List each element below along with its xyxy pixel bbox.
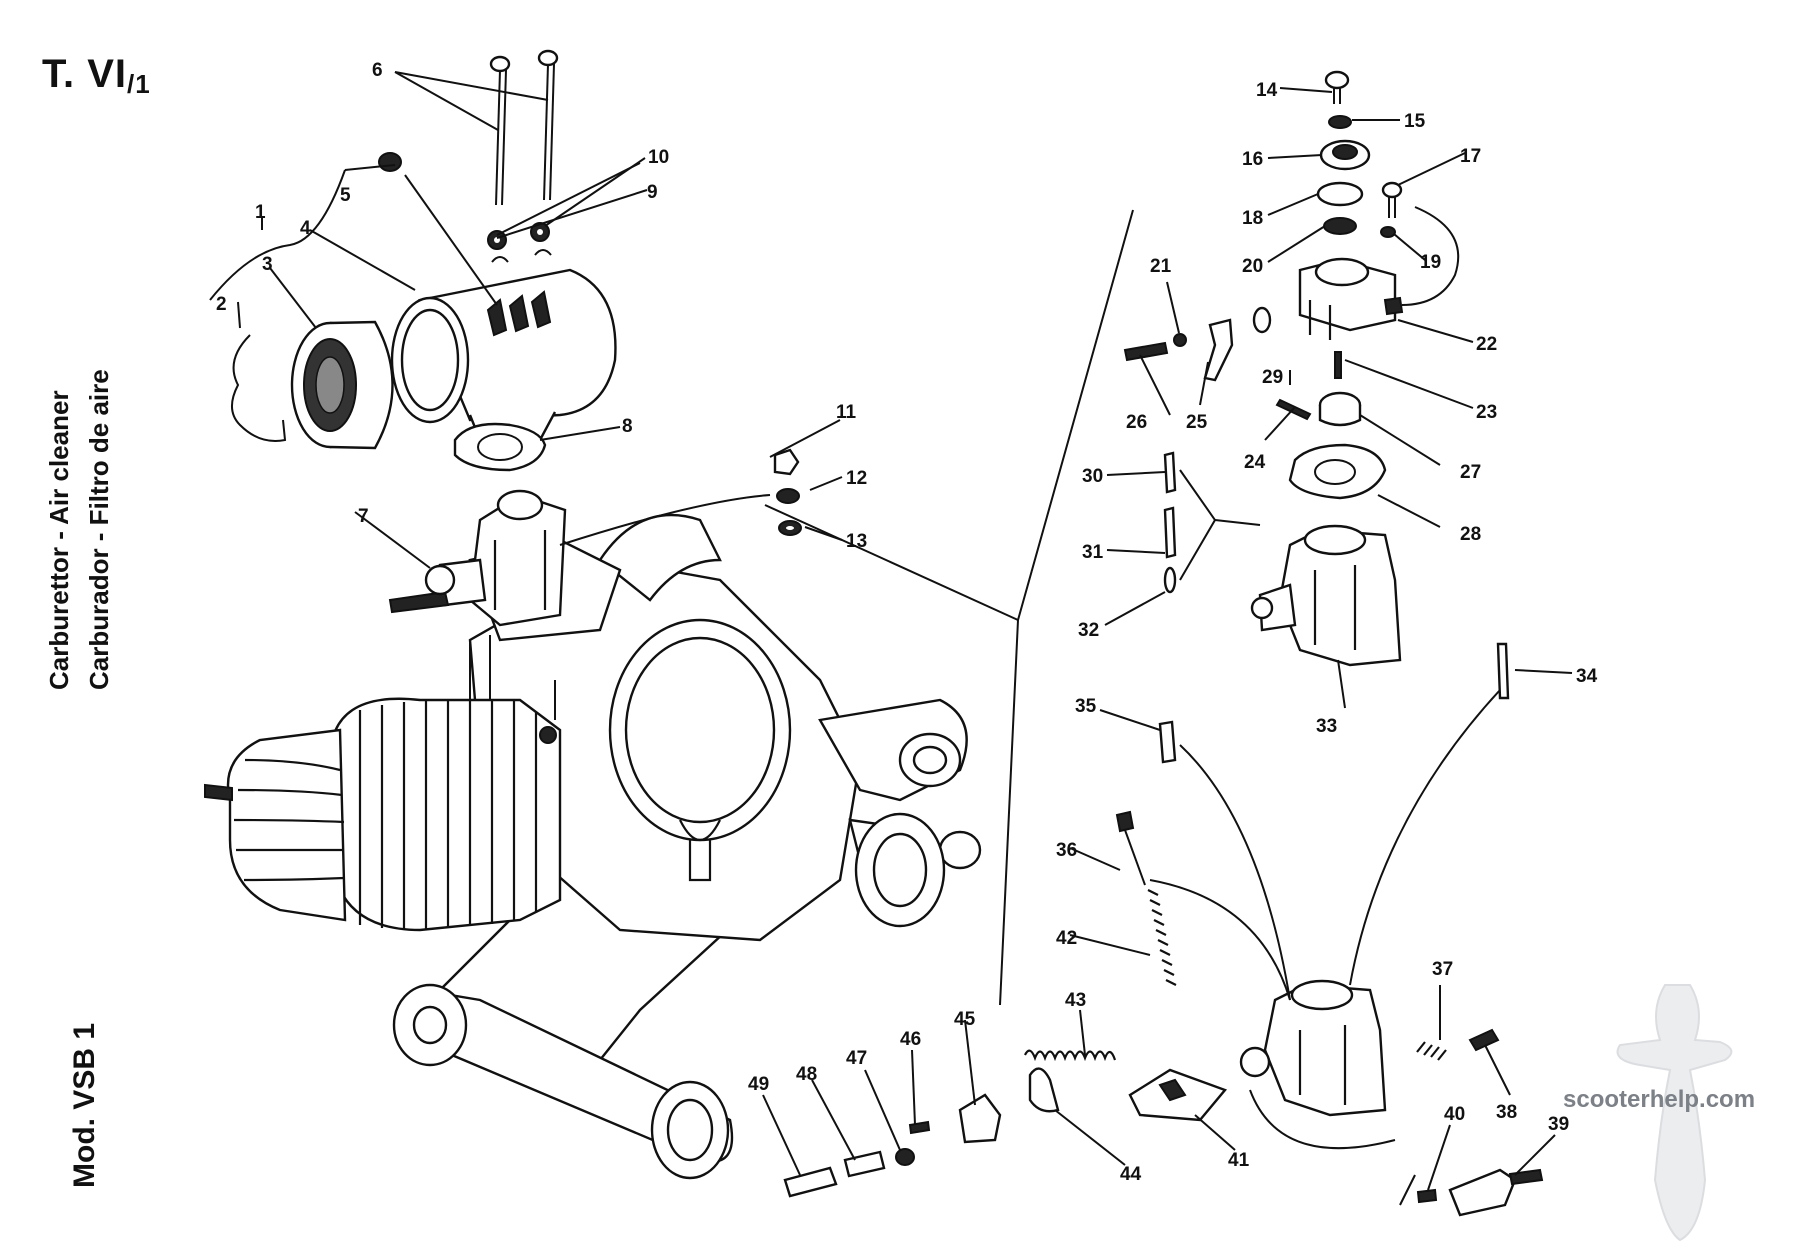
callout-20: 20 bbox=[1242, 256, 1263, 277]
callout-26: 26 bbox=[1126, 412, 1147, 433]
callout-19: 19 bbox=[1420, 252, 1441, 273]
callout-11: 11 bbox=[836, 402, 857, 423]
callout-3: 3 bbox=[262, 254, 273, 275]
leader-lines bbox=[209, 71, 1573, 1191]
callout-6: 6 bbox=[372, 60, 383, 81]
page-code: T. VI/1 bbox=[42, 52, 151, 100]
callout-25: 25 bbox=[1186, 412, 1208, 433]
callout-39: 39 bbox=[1548, 1114, 1569, 1135]
callout-7: 7 bbox=[358, 506, 369, 527]
watermark-text: scooterhelp.com bbox=[1563, 1086, 1756, 1113]
callout-28: 28 bbox=[1460, 524, 1481, 545]
air-cleaner-group bbox=[231, 49, 802, 536]
page-code-sub: /1 bbox=[127, 69, 151, 99]
callout-43: 43 bbox=[1065, 990, 1086, 1011]
callout-35: 35 bbox=[1075, 696, 1097, 717]
callout-1: 1 bbox=[255, 202, 266, 223]
callout-36: 36 bbox=[1056, 840, 1077, 861]
carburettor-mounted-drawing bbox=[388, 489, 567, 627]
callout-23: 23 bbox=[1476, 402, 1497, 423]
air-cleaner-housing-drawing bbox=[390, 268, 617, 442]
gasket-drawing bbox=[453, 422, 547, 472]
callout-31: 31 bbox=[1082, 542, 1104, 563]
filter-element-drawing bbox=[290, 320, 394, 450]
callout-24: 24 bbox=[1244, 452, 1266, 473]
callout-8: 8 bbox=[622, 416, 633, 437]
callout-27: 27 bbox=[1460, 462, 1481, 483]
callout-12: 12 bbox=[846, 468, 867, 489]
callout-2: 2 bbox=[216, 294, 227, 315]
callout-16: 16 bbox=[1242, 149, 1263, 170]
callout-41: 41 bbox=[1228, 1150, 1250, 1171]
divider-line bbox=[999, 209, 1134, 1006]
carburettor-exploded-drawing bbox=[783, 70, 1544, 1217]
cylinder-head-drawing bbox=[204, 728, 347, 922]
callout-46: 46 bbox=[900, 1029, 921, 1050]
callout-49: 49 bbox=[748, 1074, 769, 1095]
callout-22: 22 bbox=[1476, 334, 1497, 355]
callout-33: 33 bbox=[1316, 716, 1337, 737]
callout-5: 5 bbox=[340, 185, 351, 206]
callout-13: 13 bbox=[846, 531, 867, 552]
callout-30: 30 bbox=[1082, 466, 1103, 487]
callout-44: 44 bbox=[1120, 1164, 1142, 1185]
engine-assembly-drawing bbox=[204, 513, 982, 1180]
callout-37: 37 bbox=[1432, 959, 1453, 980]
callout-40: 40 bbox=[1444, 1104, 1465, 1125]
callout-14: 14 bbox=[1256, 80, 1278, 101]
callout-45: 45 bbox=[954, 1009, 976, 1030]
callout-15: 15 bbox=[1404, 111, 1426, 132]
callout-9: 9 bbox=[647, 182, 658, 203]
callout-4: 4 bbox=[300, 218, 311, 239]
callout-18: 18 bbox=[1242, 208, 1263, 229]
callout-10: 10 bbox=[648, 147, 669, 168]
watermark-scooter-logo bbox=[1616, 984, 1733, 1242]
callout-38: 38 bbox=[1496, 1102, 1517, 1123]
callout-34: 34 bbox=[1576, 666, 1598, 687]
leader-assembly-line bbox=[764, 504, 1019, 621]
callout-21: 21 bbox=[1150, 256, 1172, 277]
callout-48: 48 bbox=[796, 1064, 817, 1085]
page-code-main: T. VI bbox=[42, 52, 128, 96]
leader-to-carb bbox=[559, 494, 771, 546]
callout-17: 17 bbox=[1460, 146, 1481, 167]
callout-32: 32 bbox=[1078, 620, 1099, 641]
callout-29: 29 bbox=[1262, 367, 1283, 388]
long-bolts-drawing bbox=[489, 49, 559, 206]
callout-numbers: 1 2 3 4 5 6 7 8 9 10 11 12 13 14 15 16 1… bbox=[216, 60, 1598, 1185]
callout-47: 47 bbox=[846, 1048, 867, 1069]
callout-42: 42 bbox=[1056, 928, 1077, 949]
cylinder-drawing bbox=[328, 697, 562, 932]
